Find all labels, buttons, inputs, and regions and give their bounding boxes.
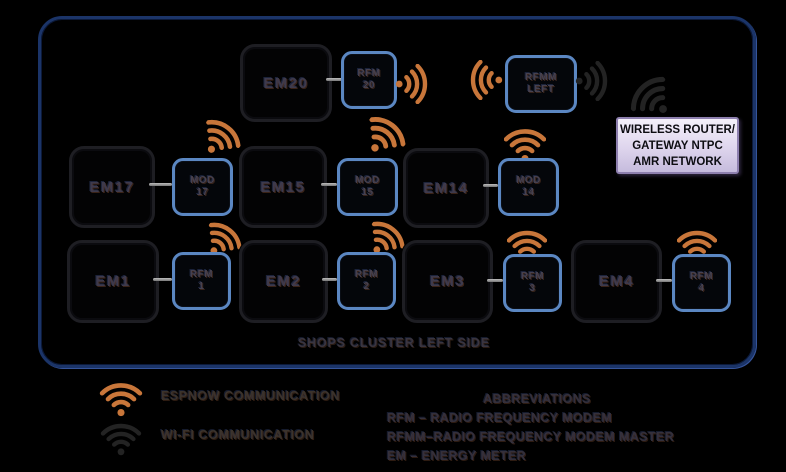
node-rfm3-number: 3 bbox=[529, 283, 536, 294]
node-wireless-router: WIRELESS ROUTER/ GATEWAY NTPC AMR NETWOR… bbox=[616, 117, 739, 174]
node-rfm2: RFM 2 bbox=[337, 252, 396, 310]
node-rfmm-left-label: RFMM bbox=[525, 72, 557, 83]
node-mod15-label: MOD bbox=[355, 175, 380, 186]
connector-em15-mod15 bbox=[321, 183, 337, 186]
espnow-legend-label: ESPNOW COMMUNICATION bbox=[161, 389, 341, 403]
node-mod17-label: MOD bbox=[190, 175, 215, 186]
espnow-legend-icon bbox=[97, 376, 145, 418]
node-em3: EM3 bbox=[402, 240, 493, 323]
connector-em20-rfm20 bbox=[326, 78, 342, 81]
node-em1: EM1 bbox=[67, 240, 159, 323]
router-label-line2: GATEWAY NTPC bbox=[632, 139, 723, 152]
node-rfm20-label: RFM bbox=[357, 68, 381, 79]
cluster-frame bbox=[38, 16, 756, 368]
node-mod17-number: 17 bbox=[196, 187, 209, 198]
node-mod14: MOD 14 bbox=[498, 158, 559, 216]
node-mod17: MOD 17 bbox=[172, 158, 233, 216]
node-rfm20-number: 20 bbox=[362, 80, 376, 91]
connector-em1-rfm1 bbox=[153, 278, 172, 281]
wifi-legend-icon bbox=[99, 417, 143, 457]
node-mod15: MOD 15 bbox=[337, 158, 398, 216]
connector-em2-rfm2 bbox=[322, 278, 337, 281]
node-rfm3-label: RFM bbox=[520, 271, 545, 282]
node-em14: EM14 bbox=[403, 148, 489, 228]
node-mod15-number: 15 bbox=[361, 187, 374, 198]
node-em20: EM20 bbox=[240, 44, 332, 122]
node-rfm2-number: 2 bbox=[363, 281, 370, 292]
espnow-wifi-icon bbox=[394, 64, 434, 104]
abbreviation-item: RFMM–RADIO FREQUENCY MODEM MASTER bbox=[387, 430, 675, 444]
node-em15: EM15 bbox=[239, 146, 327, 228]
node-em1-label: EM1 bbox=[95, 273, 131, 290]
node-rfm1-number: 1 bbox=[198, 281, 205, 292]
node-mod14-number: 14 bbox=[522, 187, 535, 198]
node-rfmm-left-sublabel: LEFT bbox=[527, 84, 555, 95]
node-em17: EM17 bbox=[69, 146, 155, 228]
node-em3-label: EM3 bbox=[429, 273, 466, 290]
cluster-title: SHOPS CLUSTER LEFT SIDE bbox=[297, 336, 491, 350]
router-label-line1: WIRELESS ROUTER/ bbox=[619, 123, 735, 136]
abbreviations-title: ABBREVIATIONS bbox=[483, 392, 591, 406]
connector-em14-mod14 bbox=[483, 184, 498, 187]
node-rfm4-number: 4 bbox=[698, 283, 705, 294]
node-em14-label: EM14 bbox=[423, 179, 469, 197]
abbreviations-block: ABBREVIATIONS RFM – RADIO FREQUENCY MODE… bbox=[387, 390, 687, 466]
node-rfm2-label: RFM bbox=[354, 269, 379, 280]
node-em2-label: EM2 bbox=[265, 273, 302, 290]
wifi-legend-label: WI-FI COMMUNICATION bbox=[161, 428, 315, 442]
abbreviation-item: RFM – RADIO FREQUENCY MODEM bbox=[387, 411, 613, 425]
node-em20-label: EM20 bbox=[263, 74, 309, 92]
router-label-line3: AMR NETWORK bbox=[633, 155, 722, 168]
wifi-communication-icon bbox=[574, 61, 614, 101]
node-em4: EM4 bbox=[571, 240, 662, 323]
node-rfm1: RFM 1 bbox=[172, 252, 231, 310]
node-rfm4-label: RFM bbox=[689, 271, 714, 282]
connector-em3-rfm3 bbox=[487, 279, 503, 282]
node-em17-label: EM17 bbox=[89, 178, 135, 196]
node-rfm1-label: RFM bbox=[189, 269, 214, 280]
node-em2: EM2 bbox=[239, 240, 328, 323]
connector-em4-rfm4 bbox=[656, 279, 672, 282]
node-mod14-label: MOD bbox=[516, 175, 541, 186]
node-rfm4: RFM 4 bbox=[672, 254, 731, 312]
abbreviation-item: EM – ENERGY METER bbox=[387, 449, 527, 463]
node-em15-label: EM15 bbox=[260, 178, 306, 196]
espnow-wifi-icon bbox=[464, 60, 504, 100]
node-rfm3: RFM 3 bbox=[503, 254, 562, 312]
node-rfmm-left: RFMM LEFT bbox=[505, 55, 577, 113]
connector-em17-mod17 bbox=[149, 183, 172, 186]
node-rfm20: RFM 20 bbox=[341, 51, 397, 109]
node-em4-label: EM4 bbox=[598, 273, 635, 290]
